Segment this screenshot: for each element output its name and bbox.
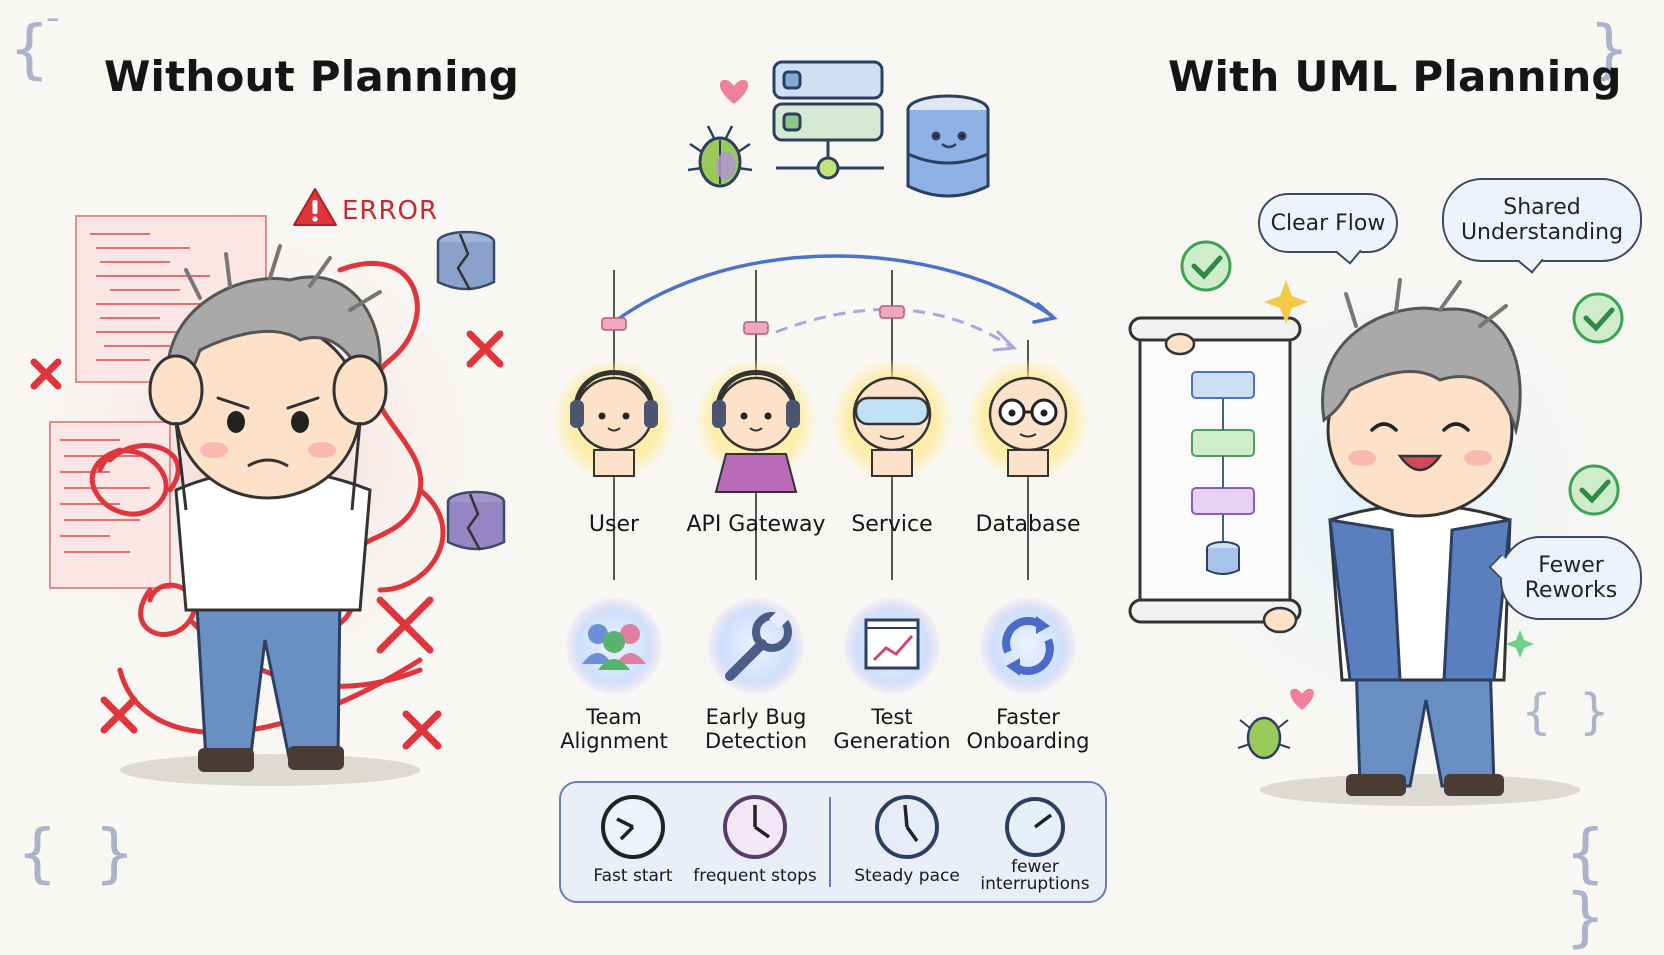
bug-icon: [1237, 716, 1291, 760]
actor-user: [552, 270, 676, 580]
benefit-faster-onboarding: Faster Onboarding: [948, 705, 1108, 753]
planned-illustration: [1120, 230, 1640, 806]
wrench-icon: [708, 598, 804, 694]
actor-label-user: User: [588, 512, 640, 537]
timeline-frequent-stops: frequent stops: [693, 866, 817, 886]
error-label: ERROR: [342, 196, 439, 226]
gauge-icon: [1005, 797, 1065, 857]
actor-api-gateway: [694, 270, 818, 580]
benefit-line: Onboarding: [966, 729, 1090, 753]
brace-decor-bottom-right: { }: [1566, 817, 1605, 955]
stressed-developer-icon: [120, 244, 420, 786]
chaos-illustration: [0, 190, 520, 786]
brace-decor-top-left-dash: ¯: [42, 13, 64, 54]
brace-decor-bottom-left: { }: [18, 817, 134, 891]
benefit-line: Test: [871, 705, 913, 729]
database-icon: [906, 94, 990, 198]
uml-scroll-icon: [1128, 316, 1302, 634]
chart-icon: [844, 598, 940, 694]
team-icon: [566, 598, 662, 694]
actor-database: [966, 340, 1090, 580]
benefit-team-alignment: Team Alignment: [534, 705, 694, 753]
check-icon: [1180, 240, 1624, 516]
bubble-fewer-reworks: Fewer Reworks: [1500, 536, 1642, 620]
benefit-early-bug-detection: Early Bug Detection: [676, 705, 836, 753]
heart-icon: [1290, 688, 1314, 710]
sparkle-icon: [1506, 630, 1534, 658]
clock-icon: [601, 795, 665, 859]
bubble-clear-flow: Clear Flow: [1258, 193, 1398, 253]
brace-decor-top-left: {: [10, 13, 49, 87]
actor-label-service: Service: [851, 512, 933, 537]
x-mark-icon: [30, 330, 504, 750]
timeline-divider: [829, 797, 831, 887]
error-warning-icon: [293, 188, 337, 226]
benefit-line: Faster: [996, 705, 1060, 729]
benefit-line: Alignment: [560, 729, 668, 753]
actor-label-api-gateway: API Gateway: [686, 512, 826, 537]
timeline-steady-pace: Steady pace: [854, 866, 960, 886]
timeline-line: interruptions: [980, 874, 1090, 894]
server-icon: [772, 60, 884, 180]
timeline-fast-start: Fast start: [593, 866, 673, 886]
left-title: Without Planning: [104, 52, 520, 101]
server-cluster-illustration: [687, 60, 990, 198]
brace-decor-top-right: }: [1590, 13, 1629, 87]
timeline-panel: Fast start frequent stops Steady pace fe…: [559, 781, 1107, 903]
timeline-fewer-interruptions: fewer interruptions: [970, 859, 1100, 893]
broken-database-icon: [436, 230, 506, 551]
actor-label-database: Database: [975, 512, 1081, 537]
refresh-icon: [980, 598, 1076, 694]
happy-developer-icon: [1260, 278, 1580, 806]
actor-service: [830, 270, 954, 580]
sparkle-icon: [1264, 280, 1308, 324]
benefit-icons: [566, 598, 1076, 694]
bug-icon: [687, 125, 753, 188]
bubble-shared-understanding: Shared Understanding: [1442, 178, 1642, 262]
heart-icon: [719, 79, 749, 104]
sequence-diagram: [552, 254, 1090, 580]
timeline-line: fewer: [1011, 857, 1059, 877]
benefit-line: Early Bug: [705, 705, 807, 729]
benefit-line: Detection: [704, 729, 808, 753]
benefit-line: Generation: [833, 729, 951, 753]
clock-icon: [723, 795, 787, 859]
right-title: With UML Planning: [1168, 52, 1622, 101]
timeline-clocks: [601, 795, 1065, 859]
clock-icon: [875, 795, 939, 859]
benefit-test-generation: Test Generation: [812, 705, 972, 753]
benefit-line: Team: [586, 705, 642, 729]
